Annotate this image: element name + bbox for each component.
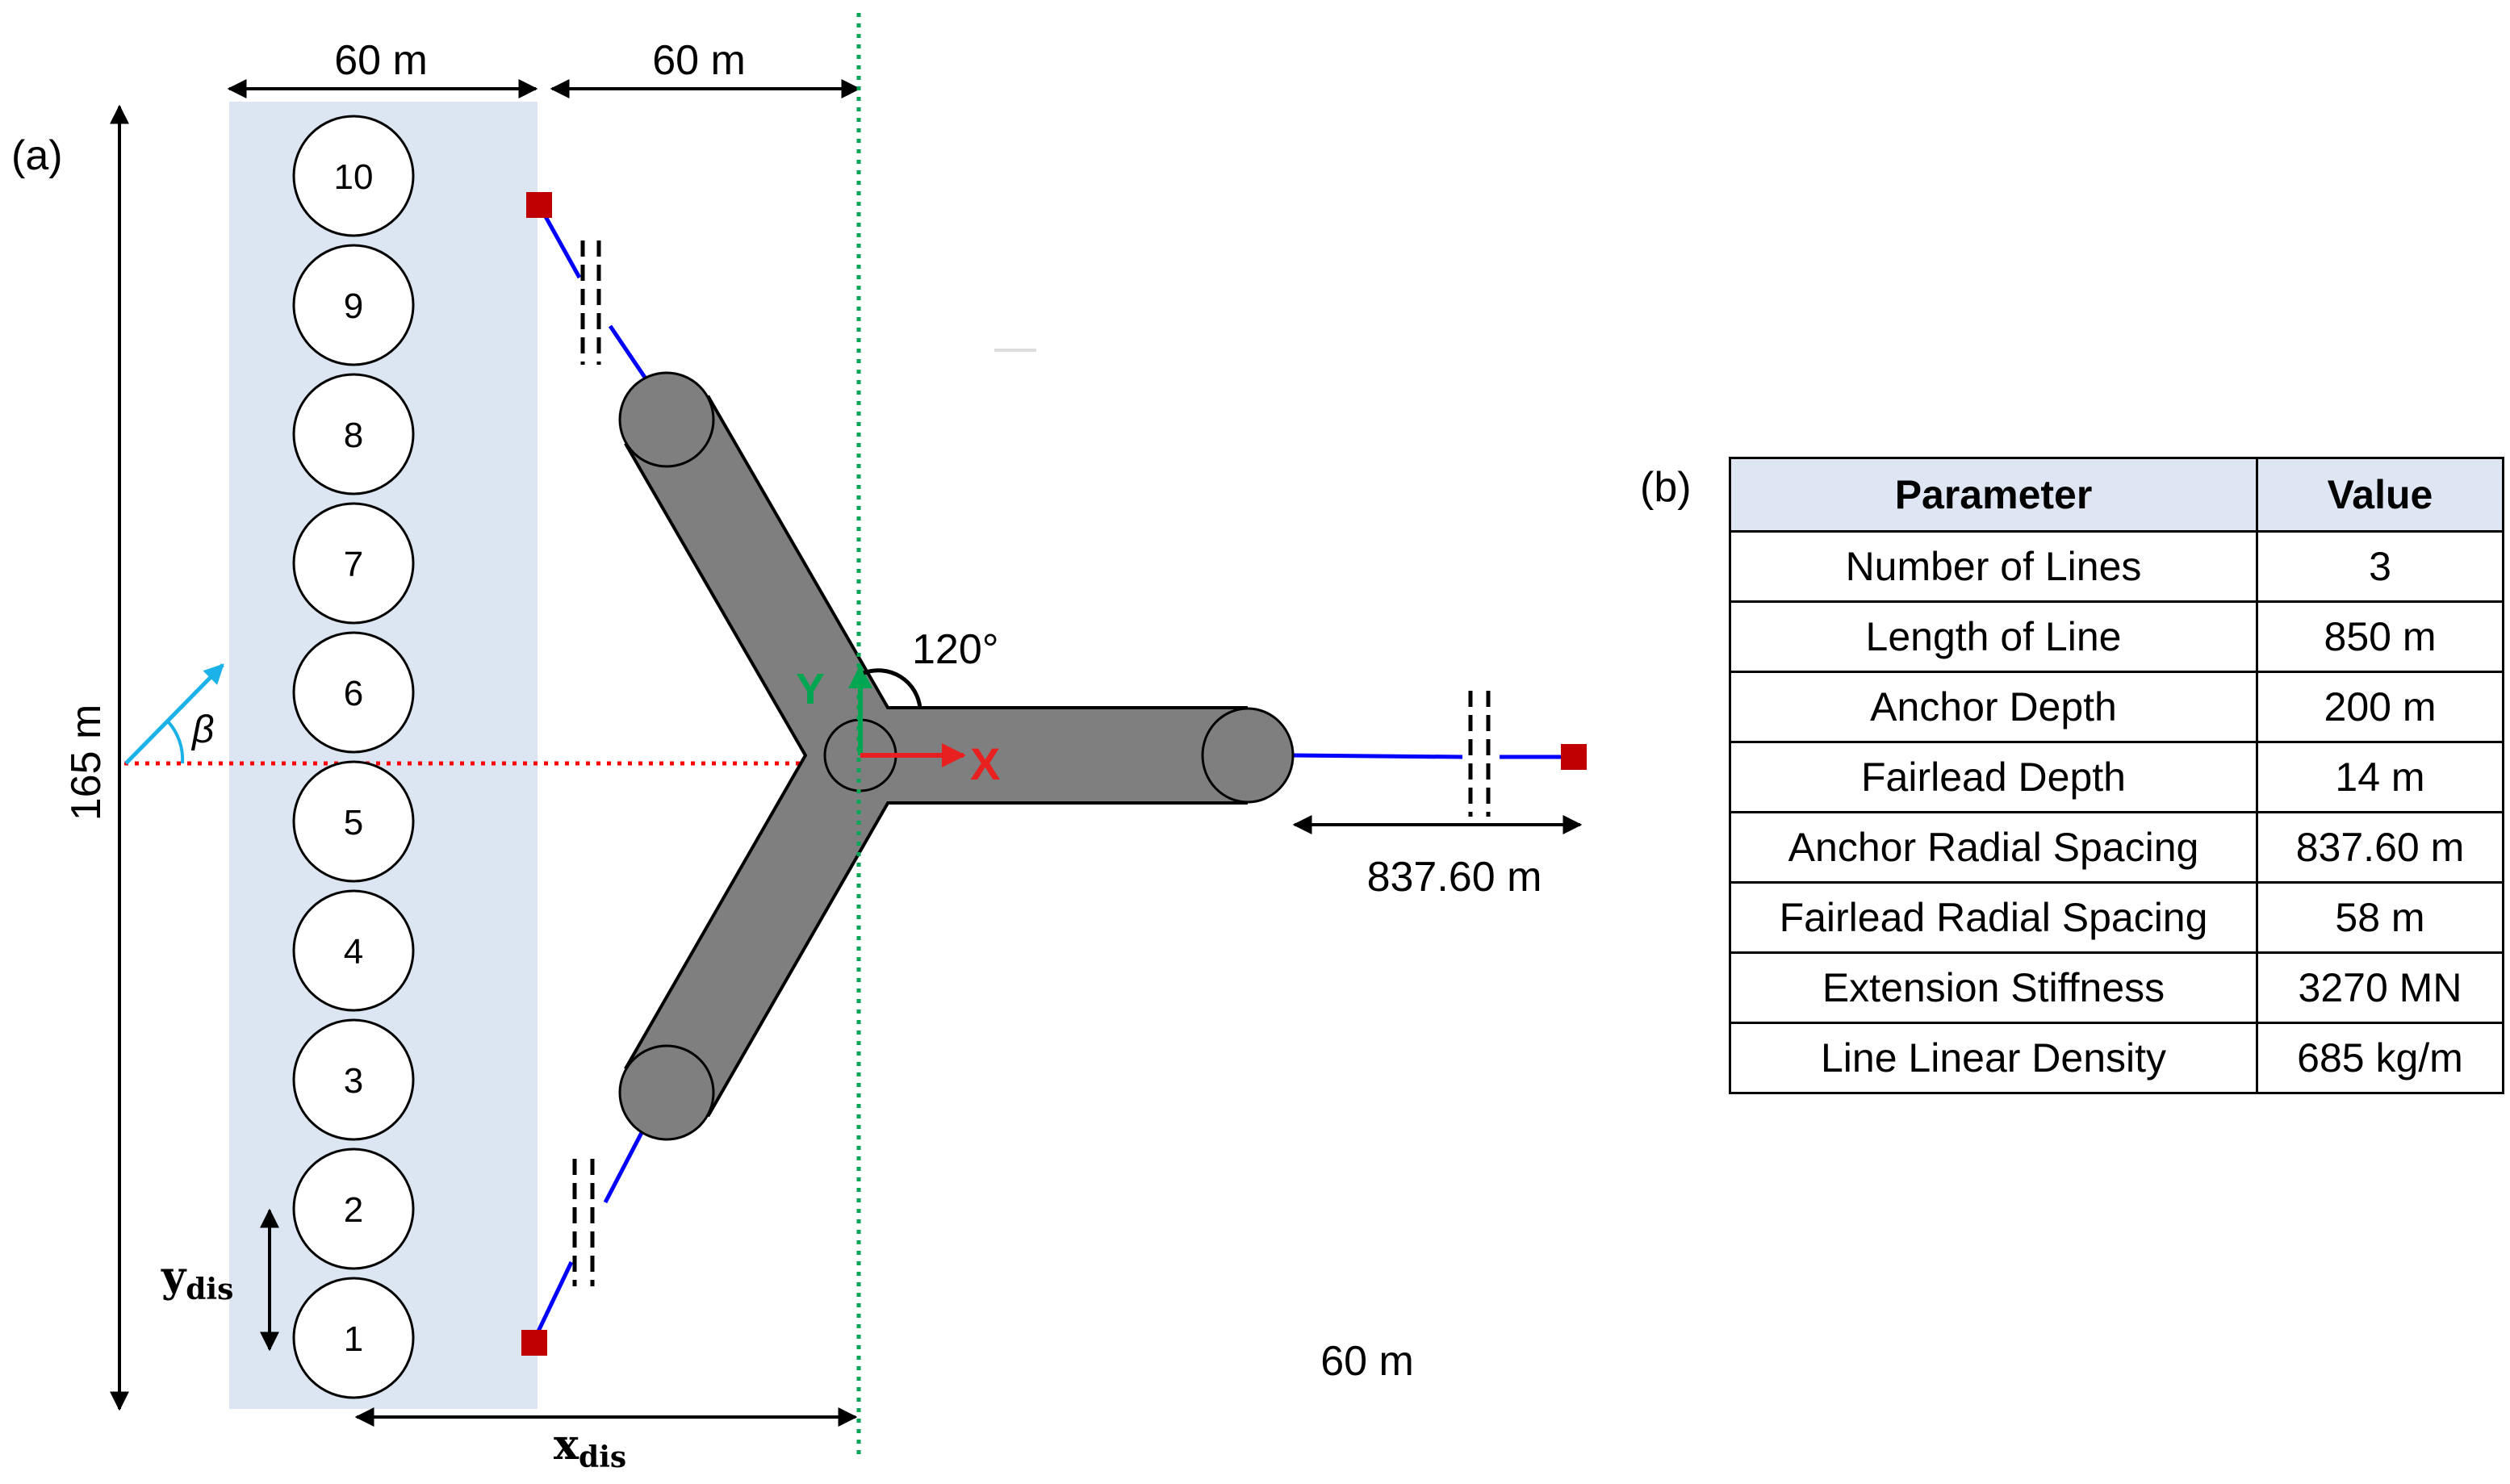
param-value: 837.60 m (2256, 811, 2504, 884)
param-value: 850 m (2256, 600, 2504, 673)
anchor-right (1561, 744, 1587, 770)
wec-body (292, 115, 415, 237)
width-label-left: 60 m (334, 37, 428, 84)
param-value: 58 m (2256, 881, 2504, 954)
wec-body (292, 1277, 415, 1399)
beta-symbol: β (190, 709, 214, 751)
mooring-line-upper (608, 324, 653, 387)
wec-body-label: 6 (344, 674, 363, 713)
wec-body-label: 7 (344, 545, 363, 584)
y-axis-label: Y (796, 665, 825, 713)
header-value: Value (2256, 457, 2504, 533)
xdis-label: xdis (554, 1420, 626, 1474)
param-name: Extension Stiffness (1729, 951, 2258, 1024)
width-label-right: 60 m (652, 37, 746, 84)
wec-body-label: 4 (344, 932, 363, 972)
wec-body-label: 10 (334, 157, 374, 197)
param-name: Line Linear Density (1729, 1022, 2258, 1094)
wec-body (292, 1018, 415, 1141)
param-value: 200 m (2256, 671, 2504, 743)
header-parameter: Parameter (1729, 457, 2258, 533)
mooring-line-lower (603, 1123, 648, 1204)
anchor-lower (521, 1330, 547, 1356)
x-axis-label: X (970, 738, 1000, 789)
anchor-upper (526, 192, 552, 218)
wec-body (292, 1147, 415, 1270)
anchor-spacing-label: 837.60 m (1367, 854, 1542, 901)
wec-body-label: 3 (344, 1061, 363, 1101)
param-value: 3270 MN (2256, 951, 2504, 1024)
param-name: Length of Line (1729, 600, 2258, 673)
param-name: Number of Lines (1729, 530, 2258, 603)
param-name: Anchor Depth (1729, 671, 2258, 743)
ydis-label: ydis (161, 1252, 233, 1306)
wec-body-label: 9 (344, 286, 363, 326)
wec-body (292, 889, 415, 1012)
wec-body (292, 760, 415, 883)
mooring-line-right (1291, 753, 1463, 759)
wec-body (292, 631, 415, 754)
param-value: 14 m (2256, 741, 2504, 813)
wec-body (292, 502, 415, 625)
beta-angle-arc (166, 720, 185, 764)
param-value: 685 kg/m (2256, 1022, 2504, 1094)
mooring-line-lower (533, 1260, 574, 1338)
param-name: Anchor Radial Spacing (1729, 811, 2258, 884)
panel-b-label: (b) (1640, 464, 1692, 511)
height-label: 165 m (63, 704, 110, 821)
wec-body (292, 373, 415, 495)
table-header-row: Parameter Value (1729, 457, 2504, 533)
angle-arc (863, 668, 922, 709)
wec-body-label: 2 (344, 1190, 363, 1230)
param-name: Fairlead Radial Spacing (1729, 881, 2258, 954)
panel-a-label: (a) (11, 132, 63, 179)
beta-arrow (124, 663, 224, 765)
param-name: Fairlead Depth (1729, 741, 2258, 813)
angle-label: 120° (912, 626, 999, 673)
wec-body-label: 1 (344, 1319, 363, 1359)
wec-array: 10 9 8 7 6 5 4 3 2 1 (292, 115, 415, 1399)
wec-body (292, 244, 415, 366)
loose-width-label: 60 m (1320, 1338, 1414, 1385)
wec-body-label: 8 (344, 416, 363, 455)
param-value: 3 (2256, 530, 2504, 603)
wec-body-label: 5 (344, 803, 363, 842)
